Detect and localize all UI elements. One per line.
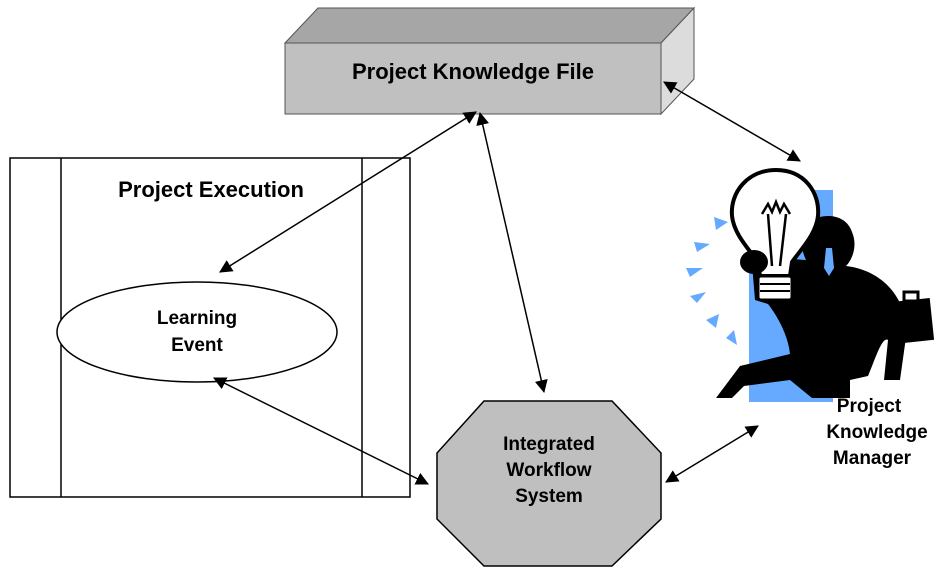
briefcase-handle <box>902 290 920 303</box>
workflow-line-2: Workflow <box>506 460 591 481</box>
project-knowledge-file-box: Project Knowledge File <box>283 6 696 116</box>
box-front-face <box>284 42 662 115</box>
arrow-file-to-workflow <box>476 111 548 394</box>
connectors <box>213 81 801 485</box>
project-knowledge-manager-label: Project Knowledge Manager <box>826 396 927 469</box>
workflow-octagon <box>436 400 662 567</box>
lightbulb-filament <box>760 198 792 267</box>
integrated-workflow-node: Integrated Workflow System <box>436 400 662 567</box>
workflow-line-3: System <box>515 486 583 507</box>
knowledge-file-label: Project Knowledge File <box>352 59 594 84</box>
manager-line-2: Knowledge <box>826 422 927 443</box>
learning-event-ellipse <box>56 281 338 383</box>
manager-line-1: Project <box>837 396 902 417</box>
glow-rays <box>686 217 737 345</box>
briefcase <box>889 298 935 344</box>
manager-tie <box>824 248 834 276</box>
arrow-file-to-learning-event <box>219 111 477 273</box>
learning-event-node: Learning Event <box>56 281 338 383</box>
arrow-learning-event-to-workflow <box>213 377 429 485</box>
arrow-workflow-to-manager <box>665 425 759 483</box>
arrow-file-to-manager <box>663 81 801 162</box>
project-execution-label: Project Execution <box>118 177 304 202</box>
knowledge-manager-lightbulb-icon <box>686 167 935 402</box>
manager-hand <box>740 250 768 274</box>
box-top-face <box>283 7 696 44</box>
lightbulb-base <box>756 274 794 302</box>
manager-line-3: Manager <box>833 448 912 469</box>
learning-event-line-1: Learning <box>157 308 237 329</box>
learning-event-line-2: Event <box>171 335 223 356</box>
workflow-line-1: Integrated <box>503 434 595 455</box>
